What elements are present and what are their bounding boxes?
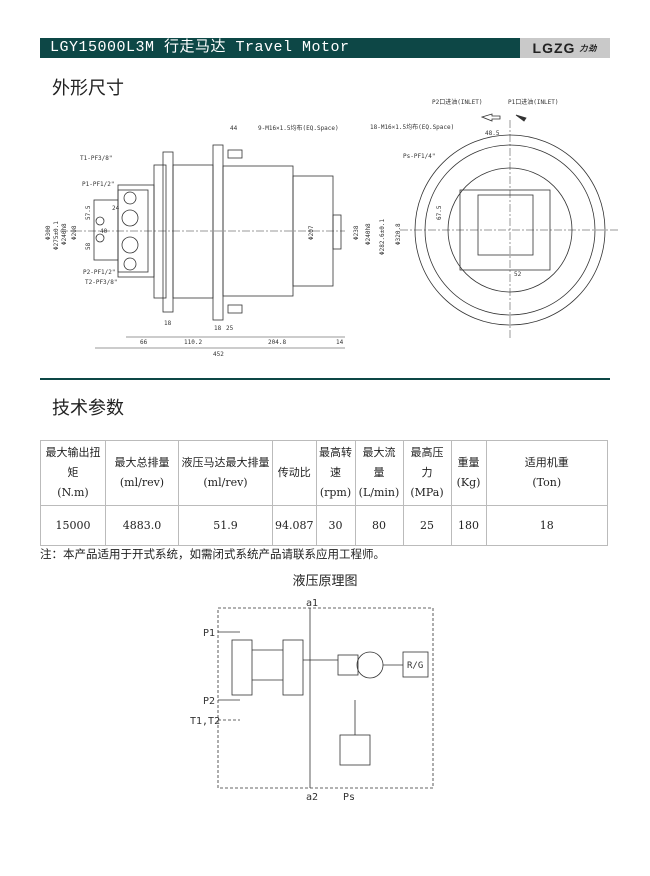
label: 180 <box>450 505 487 546</box>
label: Φ282.6±0.1 <box>379 218 386 255</box>
label: 48.5 <box>485 130 500 137</box>
usage-note: 注：本产品适用于开式系统，如需闭式系统产品请联系应用工程师。 <box>40 547 385 561</box>
label: P2-PF1/2" <box>83 269 116 276</box>
label: 力劲 <box>579 43 598 53</box>
label: (ml/rev) <box>119 476 165 489</box>
label: Φ240h8 <box>61 223 68 245</box>
label: 94.087 <box>272 505 317 546</box>
label: Φ238 <box>353 225 360 240</box>
schematic-title: 液压原理图 <box>292 574 358 589</box>
label: 25 <box>402 505 452 546</box>
label: 110.2 <box>184 339 202 346</box>
label: Φ320.8 <box>395 223 402 245</box>
label: 18 <box>214 325 222 332</box>
label: 58 <box>85 242 92 250</box>
label: Ps <box>343 792 355 803</box>
label: T2-PF3/8" <box>85 279 118 286</box>
label: 适用机重 <box>524 456 569 469</box>
label: 18-M16×1.5均布(EQ.Space) <box>370 123 454 131</box>
label: 52 <box>514 271 522 278</box>
label: 15000 <box>40 505 106 546</box>
label: 80 <box>354 505 404 546</box>
specs-heading: 技术参数 <box>52 398 124 419</box>
label: (Kg) <box>456 476 481 489</box>
label: Φ275±0.1 <box>53 221 60 250</box>
label: Φ240h8 <box>365 223 372 245</box>
side-view-drawing <box>60 144 345 349</box>
label: Φ207 <box>308 225 315 240</box>
specs-table: 最大输出扭矩 (N.m) 最大总排量 (ml/rev) 液压马达最大排量 (ml/re… <box>40 440 608 546</box>
label: 14 <box>336 339 344 346</box>
label: (MPa) <box>410 486 444 499</box>
label: 66 <box>140 339 148 346</box>
label: (rpm) <box>319 486 352 499</box>
label: T1,T2 <box>190 716 220 727</box>
label: 18 <box>164 320 172 327</box>
label: Φ300 <box>45 225 52 240</box>
label: P1口进油(INLET) <box>508 98 559 106</box>
label: 最大流量 <box>362 446 396 479</box>
label: R/G <box>407 661 423 671</box>
hydraulic-schematic <box>217 607 434 789</box>
label: 18 <box>485 505 608 546</box>
label: 30 <box>315 505 356 546</box>
label: 传动比 <box>277 466 311 479</box>
label: (ml/rev) <box>203 476 248 489</box>
label: 4883.0 <box>105 505 179 546</box>
label: 24 <box>112 205 120 212</box>
label: P1-PF1/2" <box>82 181 115 188</box>
label: 最大输出扭矩 <box>45 446 101 479</box>
label: 40 <box>100 228 108 235</box>
label: 44 <box>230 125 238 132</box>
dimensions-heading: 外形尺寸 <box>52 78 124 99</box>
label: 204.8 <box>268 339 286 346</box>
label: 25 <box>226 325 234 332</box>
label: (L/min) <box>358 486 400 499</box>
label: 57.5 <box>85 205 92 220</box>
label: LGZG <box>532 40 576 56</box>
label: 51.9 <box>178 505 273 546</box>
label: Φ208 <box>71 225 78 240</box>
label: T1-PF3/8" <box>80 155 113 162</box>
page-title: LGY15000L3M 行走马达 Travel Motor <box>50 39 350 56</box>
label: 最高转速 <box>319 446 352 479</box>
label: 452 <box>213 351 224 358</box>
label: 最高压力 <box>410 446 444 479</box>
label: P1 <box>203 628 215 639</box>
label: 最大总排量 <box>114 456 170 469</box>
label: a2 <box>306 792 318 803</box>
label: 67.5 <box>436 205 443 220</box>
label: 9-M16×1.5均布(EQ.Space) <box>258 124 339 132</box>
label: 液压马达最大排量 <box>181 456 270 469</box>
table-header-row: 最大输出扭矩 (N.m) 最大总排量 (ml/rev) 液压马达最大排量 (ml/re… <box>40 440 608 506</box>
label: a1 <box>306 598 318 609</box>
label: (N.m) <box>57 486 89 499</box>
label: P2口进油(INLET) <box>432 98 483 106</box>
label: P2 <box>203 696 215 707</box>
label: 重量 <box>457 456 480 469</box>
front-view-drawing <box>400 113 620 340</box>
section-divider <box>40 378 610 380</box>
label: (Ton) <box>532 476 562 489</box>
label: Ps-PF1/4" <box>403 153 436 160</box>
